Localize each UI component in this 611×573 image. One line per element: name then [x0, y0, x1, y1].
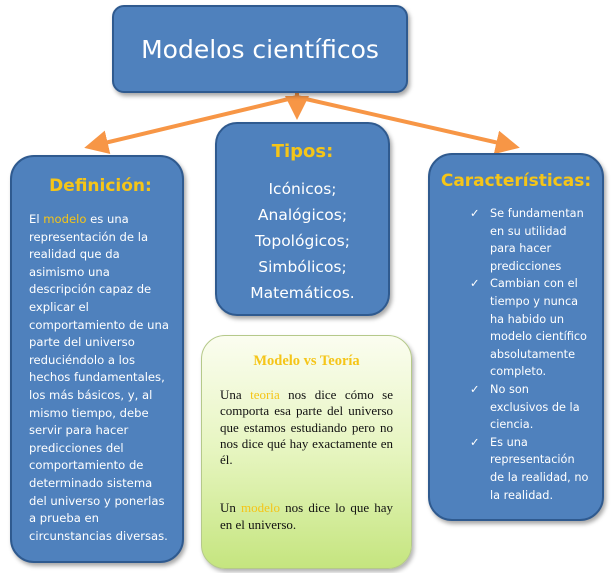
definicion-text-prefix: El	[29, 212, 44, 226]
definicion-highlight: modelo	[43, 212, 87, 226]
arrow-to-definicion	[84, 95, 298, 154]
teoria-highlight: teoria	[250, 387, 280, 402]
p1-prefix: Una	[220, 387, 251, 402]
p1-rest: nos dice cómo se comporta esa parte del …	[220, 387, 393, 468]
tipo-item: Icónicos;	[268, 180, 337, 198]
arrow-to-caracteristicas	[296, 95, 520, 155]
modelo-vs-teoria-box: Modelo vs Teoría Una teoria nos dice cóm…	[201, 335, 412, 569]
tipos-heading: Tipos:	[271, 141, 334, 162]
title-box: Modelos científicos	[112, 5, 408, 93]
list-item-text: No son exclusivos de la ciencia.	[490, 382, 580, 432]
tipo-item: Simbólicos;	[258, 258, 347, 276]
caracteristicas-list: ✓ Se fundamentan en su utilidad para hace…	[430, 205, 602, 504]
tipo-item: Matemáticos.	[250, 284, 355, 302]
modelo-highlight: modelo	[241, 500, 281, 516]
modelo-vs-teoria-heading: Modelo vs Teoría	[253, 353, 360, 369]
list-item: ✓ Cambian con el tiempo y nunca ha habido…	[470, 275, 590, 381]
list-item-text: Es una representación de la realidad, no…	[490, 435, 589, 502]
check-icon: ✓	[470, 207, 480, 220]
tipo-item: Analógicos;	[257, 206, 348, 224]
tipo-item: Topológicos;	[255, 232, 350, 250]
list-item-text: Se fundamentan en su utilidad para hacer…	[490, 207, 584, 273]
teoria-paragraph: Una teoria nos dice cómo se comporta esa…	[220, 387, 393, 468]
check-icon: ✓	[470, 277, 480, 291]
caracteristicas-box: Características: ✓ Se fundamentan en su u…	[428, 153, 604, 521]
definicion-heading: Definición:	[49, 176, 152, 196]
list-item: ✓ Es una representación de la realidad, n…	[470, 434, 590, 504]
title-text: Modelos científicos	[141, 34, 379, 64]
check-icon: ✓	[470, 435, 480, 449]
check-icon: ✓	[470, 382, 480, 396]
p2-rest: nos dice lo que hay en el universo.	[220, 500, 393, 532]
caracteristicas-heading: Características:	[440, 171, 592, 191]
definicion-text-rest: es una representación de la realidad que…	[29, 212, 169, 543]
modelo-paragraph: Un modelo nos dice lo que hay en el univ…	[220, 500, 393, 533]
definicion-text: El modelo es una representación de la re…	[29, 211, 172, 545]
definicion-box: Definición: El modelo es una representac…	[10, 155, 184, 563]
tipos-box: Tipos: Icónicos; Analógicos; Topológicos…	[215, 122, 390, 316]
list-item: ✓ Se fundamentan en su utilidad para hace…	[470, 205, 590, 275]
list-item-text: Cambian con el tiempo y nunca ha habido …	[490, 277, 587, 379]
list-item: ✓ No son exclusivos de la ciencia.	[470, 381, 590, 434]
p2-prefix: Un	[220, 500, 242, 516]
